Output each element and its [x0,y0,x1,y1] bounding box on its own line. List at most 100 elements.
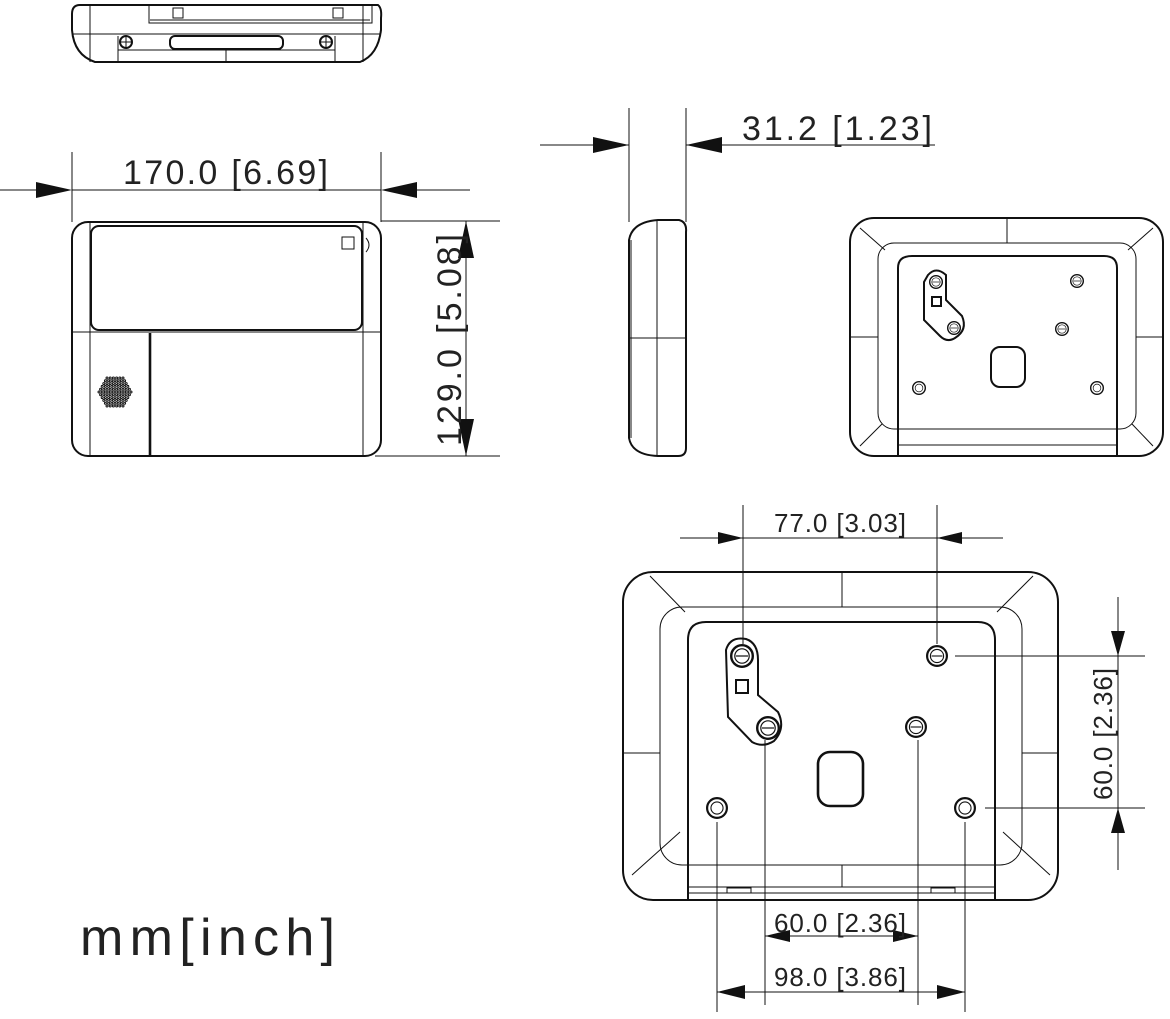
grille-hole [116,401,120,405]
grille-hole [113,396,117,400]
grille-hole [111,376,115,380]
grille-hole [115,398,119,402]
grille-hole [113,390,117,394]
grille-hole [119,384,123,388]
grille-hole [107,384,111,388]
grille-hole [123,401,127,405]
grille-hole [124,393,128,397]
side-view: 31.2 [1.23] [540,108,935,457]
grille-hole [115,393,119,397]
screw-icon [319,35,333,49]
grille-hole [126,396,130,400]
grille-hole [108,398,112,402]
depth-dimension-label: 31.2 [1.23] [742,110,932,148]
height-dimension-label: 129.0 [5.08] [431,234,469,446]
grille-hole [105,376,109,380]
hole-spacing-vertical-label: 60.0 [2.36] [1088,668,1118,800]
grille-hole [105,393,109,397]
hole-spacing-bottom-label: 98.0 [3.86] [774,962,906,992]
grille-hole [123,384,127,388]
grille-hole [102,393,106,397]
grille-hole [129,390,133,394]
grille-hole [108,404,112,408]
grille-hole [118,404,122,408]
grille-hole [108,387,112,391]
grille-hole [108,376,112,380]
front-view: 170.0 [6.69] 129.0 [5.08] [0,152,500,457]
grille-hole [115,376,119,380]
grille-hole [111,393,115,397]
grille-hole [103,396,107,400]
grille-hole [118,387,122,391]
grille-hole [121,404,125,408]
grille-hole [116,379,120,383]
grille-hole [108,393,112,397]
grille-hole [127,393,131,397]
grille-hole [107,379,111,383]
grille-hole [124,382,128,386]
grille-hole [103,390,107,394]
grille-hole [105,398,109,402]
screw-icon [119,35,133,49]
grille-hole [102,398,106,402]
grille-hole [127,387,131,391]
sensor-icon [341,236,355,250]
grille-hole [111,387,115,391]
grille-hole [111,398,115,402]
units-label: mm[inch] [80,909,335,967]
grille-hole [100,384,104,388]
grille-hole [126,384,130,388]
grille-hole [116,384,120,388]
grille-hole [100,396,104,400]
back-view-large: 77.0 [3.03] 60.0 [2.36] 60.0 [2.36] 98.0… [622,505,1145,1012]
grille-hole [110,396,114,400]
grille-hole [110,379,114,383]
grille-hole [111,382,115,386]
grille-hole [121,382,125,386]
grille-hole [103,384,107,388]
grille-hole [103,379,107,383]
grille-hole [123,396,127,400]
hole-spacing-top-label: 77.0 [3.03] [774,508,906,538]
grille-hole [110,401,114,405]
grille-hole [119,379,123,383]
grille-hole [121,398,125,402]
grille-hole [103,401,107,405]
grille-hole [99,387,103,391]
grille-hole [119,396,123,400]
grille-hole [107,390,111,394]
grille-hole [110,390,114,394]
grille-hole [115,387,119,391]
hole-spacing-inner-label: 60.0 [2.36] [774,908,906,938]
display-screen [90,225,363,331]
grille-hole [121,393,125,397]
grille-hole [110,384,114,388]
grille-hole [115,382,119,386]
grille-hole [118,393,122,397]
grille-hole [102,387,106,391]
grille-hole [123,390,127,394]
grille-hole [121,387,125,391]
speaker-grille-icon [97,376,133,408]
grille-hole [126,390,130,394]
grille-hole [121,376,125,380]
grille-hole [105,387,109,391]
back-view-small [849,217,1164,457]
grille-hole [113,401,117,405]
grille-hole [119,401,123,405]
grille-hole [123,379,127,383]
grille-hole [118,376,122,380]
grille-hole [111,404,115,408]
top-view-slot [169,35,284,50]
grille-hole [116,396,120,400]
grille-hole [118,382,122,386]
grille-hole [115,404,119,408]
grille-hole [118,398,122,402]
grille-hole [105,382,109,386]
grille-hole [113,384,117,388]
grille-hole [99,393,103,397]
grille-hole [108,382,112,386]
grille-hole [119,390,123,394]
grille-hole [102,382,106,386]
